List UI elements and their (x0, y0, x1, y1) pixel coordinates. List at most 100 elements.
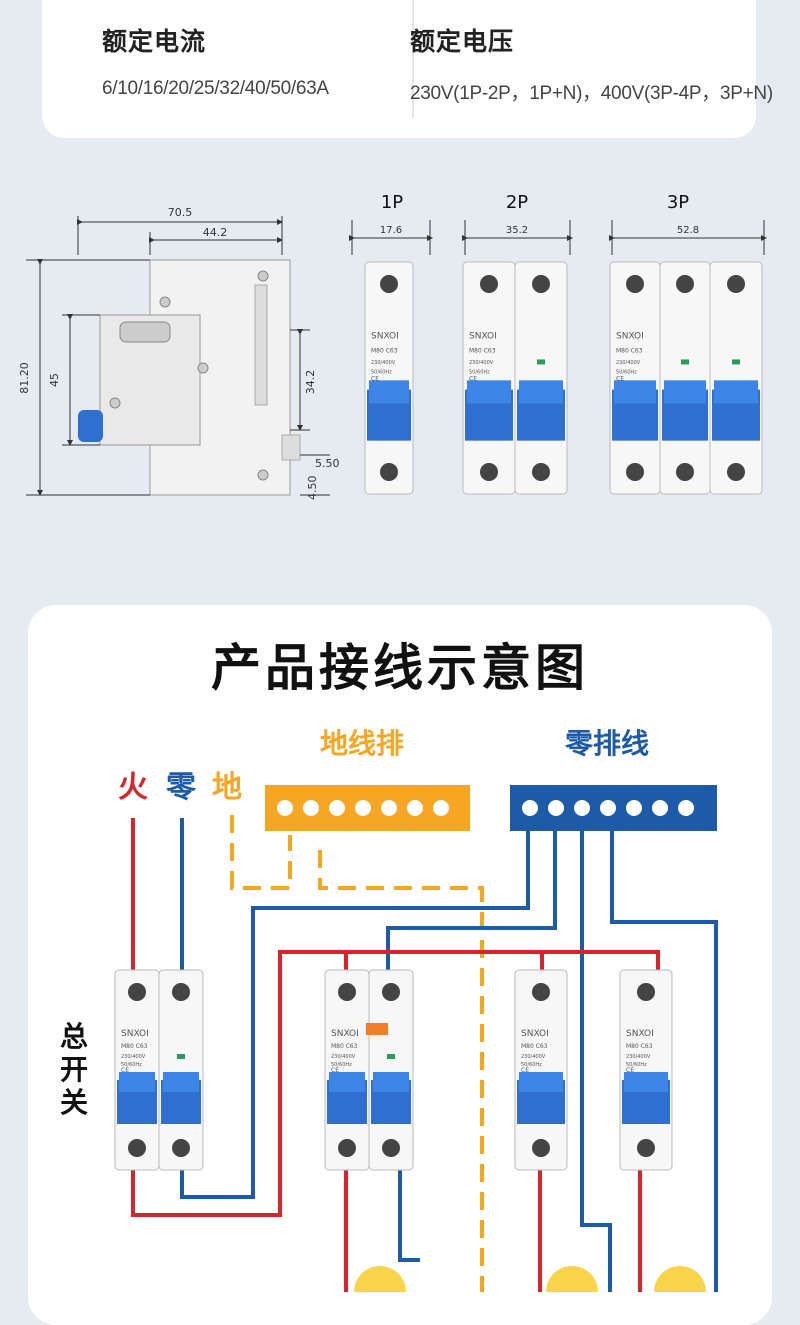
toggle-handle-top (467, 380, 511, 404)
pole-3p-label: 3P (667, 192, 689, 213)
toggle-handle-top (119, 1072, 155, 1092)
breaker-voltage: 230/400V (626, 1054, 651, 1060)
breaker-model: M80 C63 (331, 1043, 358, 1050)
breaker-freq: 50/60Hz (371, 369, 392, 375)
terminal-screw-icon (172, 983, 190, 1001)
terminal-screw-icon (338, 983, 356, 1001)
dim-5-50: 5.50 (315, 457, 340, 470)
neutral-bar-hole (678, 800, 694, 816)
breaker-model: M80 C63 (121, 1043, 148, 1050)
toggle-handle-top (624, 1072, 668, 1092)
terminal-screw-icon (128, 983, 146, 1001)
breaker-voltage: 230/400V (616, 360, 641, 366)
breaker-brand: SNXOI (521, 1029, 549, 1039)
rated-current-value: 6/10/16/20/25/32/40/50/63A (102, 78, 329, 99)
ground-bar-label: 地线排 (320, 727, 405, 760)
dim-4-50: 4.50 (306, 476, 319, 501)
breaker-model: M80 C63 (371, 347, 398, 354)
breaker-voltage: 230/400V (521, 1054, 546, 1060)
neutral-bar-holes (522, 800, 694, 816)
breaker-ce: CE (626, 1067, 634, 1074)
live-label: 火 (118, 770, 148, 805)
dimension-drawings: 70.5 44.2 81.20 45 34.2 5.50 4.50 1P 17.… (18, 192, 767, 501)
breaker-ce: CE (469, 375, 477, 382)
terminal-screw-icon (380, 463, 398, 481)
breaker-brand: SNXOI (371, 332, 399, 342)
terminal-screw-icon (637, 1139, 655, 1157)
breaker-freq: 50/60Hz (521, 1062, 542, 1068)
breaker-ce: CE (521, 1067, 529, 1074)
earth-label: 地 (212, 770, 242, 805)
breaker-freq: 50/60Hz (626, 1062, 647, 1068)
pole-2p: 2P 35.2 (462, 192, 573, 255)
toggle-handle-top (163, 1072, 199, 1092)
ground-bar-hole (303, 800, 319, 816)
terminal-screw-icon (532, 1139, 550, 1157)
specs-card (42, 0, 756, 138)
breaker-brand: SNXOI (469, 332, 497, 342)
terminal-screw-icon (626, 275, 644, 293)
terminal-screw-icon (727, 275, 745, 293)
dim-81-20: 81.20 (18, 362, 31, 394)
terminal-screw-icon (532, 983, 550, 1001)
pole-3p-width: 52.8 (677, 225, 699, 236)
main-switch-label: 总开关 (60, 1020, 89, 1119)
breaker-voltage: 230/400V (371, 360, 396, 366)
terminal-screw-icon (532, 463, 550, 481)
terminal-screw-icon (532, 275, 550, 293)
breaker-voltage: 230/400V (469, 360, 494, 366)
terminal-screw-icon (676, 463, 694, 481)
dim-44-2: 44.2 (203, 226, 228, 239)
ground-bar-holes (277, 800, 449, 816)
neutral-bar-hole (626, 800, 642, 816)
status-indicator (387, 1054, 395, 1059)
pole-2p-label: 2P (506, 192, 528, 213)
breaker-model: M80 C63 (626, 1043, 653, 1050)
status-indicator (537, 359, 545, 365)
toggle-handle-top (519, 380, 563, 404)
ground-bar-hole (433, 800, 449, 816)
breaker-ce: CE (616, 375, 624, 382)
toggle-handle-top (519, 1072, 563, 1092)
breaker-voltage: 230/400V (331, 1054, 356, 1060)
toggle-handle-top (714, 380, 758, 404)
side-view-breaker (78, 259, 301, 496)
pole-1p: 1P 17.6 (349, 192, 433, 255)
status-indicator (681, 359, 689, 365)
rated-current-title: 额定电流 (102, 27, 207, 56)
breaker-body (514, 261, 568, 495)
breaker-model: M80 C63 (469, 347, 496, 354)
terminal-screw-icon (128, 1139, 146, 1157)
ground-bar-hole (355, 800, 371, 816)
breaker-freq: 50/60Hz (616, 369, 637, 375)
side-view-dimension-lines (26, 216, 330, 496)
breaker-voltage: 230/400V (121, 1054, 146, 1060)
specs-divider (412, 0, 414, 118)
neutral-bar-hole (652, 800, 668, 816)
breaker-brand: SNXOI (121, 1029, 149, 1039)
dim-70-5: 70.5 (168, 206, 193, 219)
toggle-handle-top (614, 380, 656, 404)
neutral-bar-hole (600, 800, 616, 816)
neutral-label: 零 (166, 770, 196, 805)
terminal-screw-icon (676, 275, 694, 293)
breaker-ce: CE (371, 375, 379, 382)
live-wires (131, 818, 660, 1292)
terminal-screw-icon (480, 463, 498, 481)
toggle-handle-top (329, 1072, 365, 1092)
rcbo-test-button (366, 1023, 388, 1035)
breaker-freq: 50/60Hz (121, 1062, 142, 1068)
neutral-bar-label: 零排线 (565, 727, 650, 760)
neutral-bar-hole (574, 800, 590, 816)
breaker-body (709, 261, 763, 495)
breaker-brand: SNXOI (331, 1029, 359, 1039)
breaker-body (659, 261, 711, 495)
terminal-screw-icon (637, 983, 655, 1001)
neutral-wires (180, 818, 718, 1292)
earth-wires (230, 815, 484, 1292)
breaker-brand: SNXOI (626, 1029, 654, 1039)
breaker-freq: 50/60Hz (469, 369, 490, 375)
terminal-screw-icon (480, 275, 498, 293)
